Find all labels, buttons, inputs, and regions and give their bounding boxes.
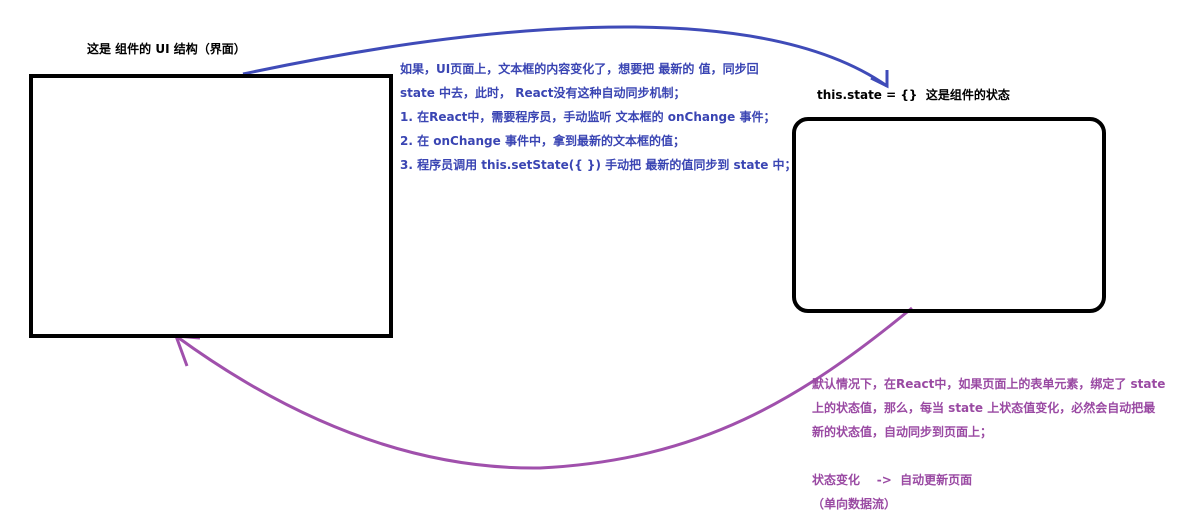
state-box	[792, 117, 1106, 313]
purple-note-line: 默认情况下，在React中，如果页面上的表单元素，绑定了 state	[812, 377, 1166, 391]
blue-note-line: 1. 在React中，需要程序员，手动监听 文本框的 onChange 事件；	[400, 110, 776, 124]
blue-note-line: state 中去，此时， React没有这种自动同步机制；	[400, 86, 686, 100]
purple-note: 默认情况下，在React中，如果页面上的表单元素，绑定了 state 上的状态值…	[812, 372, 1165, 516]
purple-note-line: 上的状态值，那么，每当 state 上状态值变化，必然会自动把最	[812, 401, 1156, 415]
blue-note-line: 如果，UI页面上，文本框的内容变化了，想要把 最新的 值，同步回	[400, 62, 759, 76]
ui-structure-label: 这是 组件的 UI 结构（界面）	[87, 42, 246, 56]
purple-note-line	[812, 444, 1165, 468]
blue-note-line: 3. 程序员调用 this.setState({ }) 手动把 最新的值同步到 …	[400, 158, 797, 172]
state-label: this.state = {} 这是组件的状态	[817, 86, 1010, 103]
ui-to-state-arrow	[242, 25, 888, 88]
ui-structure-box	[29, 74, 393, 338]
purple-note-line: 状态变化 -> 自动更新页面	[812, 473, 973, 487]
purple-note-line: （单向数据流）	[812, 497, 897, 511]
ui-to-state-arrowhead	[870, 70, 889, 89]
blue-note-line: 2. 在 onChange 事件中，拿到最新的文本框的值；	[400, 134, 685, 148]
purple-note-line: 新的状态值，自动同步到页面上；	[812, 425, 993, 439]
state-label-desc: 这是组件的状态	[925, 88, 1010, 102]
state-to-ui-arrow	[175, 306, 913, 470]
blue-note: 如果，UI页面上，文本框的内容变化了，想要把 最新的 值，同步回 state 中…	[400, 57, 797, 177]
state-label-code: this.state = {}	[817, 88, 918, 102]
